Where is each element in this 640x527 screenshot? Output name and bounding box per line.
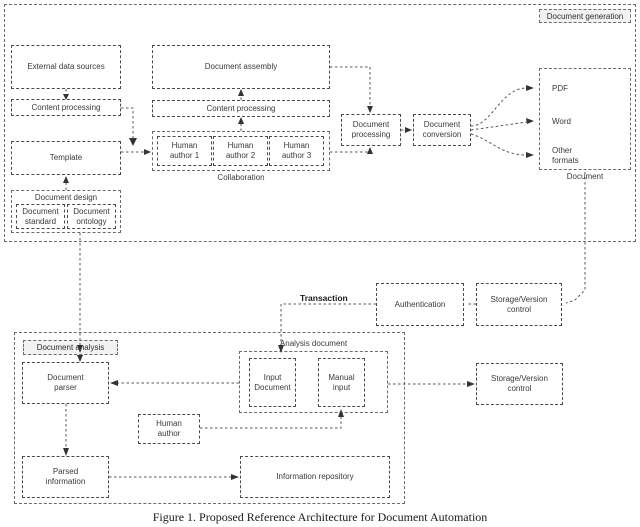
content-processing-left-box: Content processing <box>11 99 121 116</box>
zone-document-generation <box>4 4 636 242</box>
output-format-word: Word <box>552 117 571 126</box>
human-author-2-box: Human author 2 <box>213 136 268 166</box>
zone-label-document-generation: Document generation <box>539 9 631 23</box>
zone-label-document-analysis: Document analysis <box>23 340 118 355</box>
document-processing-box: Document processing <box>341 114 401 146</box>
analysis-document-box <box>239 351 388 413</box>
document-design-box: Document design <box>11 190 121 233</box>
content-processing-right-box: Content processing <box>152 100 330 117</box>
human-author-3-box: Human author 3 <box>269 136 324 166</box>
analysis-document-title: Analysis document <box>279 339 348 348</box>
information-repository-box: Information repository <box>240 456 390 498</box>
authentication-box: Authentication <box>376 283 464 326</box>
document-output-box <box>539 68 631 170</box>
manual-input-box: Manual input <box>318 358 365 407</box>
output-format-other: Other formats <box>552 146 579 165</box>
document-ontology-box: Document ontology <box>67 204 116 229</box>
collaboration-box <box>152 131 330 171</box>
figure-caption: Figure 1. Proposed Reference Architectur… <box>152 510 488 524</box>
output-format-pdf: PDF <box>552 84 568 93</box>
zone-document-analysis <box>14 332 405 504</box>
transaction-label: Transaction <box>300 293 348 303</box>
document-standard-box: Document standard <box>16 204 65 229</box>
human-author-analysis-box: Human author <box>138 414 200 444</box>
document-conversion-box: Document conversion <box>413 114 471 146</box>
input-document-box: Input Document <box>249 358 296 407</box>
document-parser-box: Document parser <box>22 362 109 404</box>
human-author-1-box: Human author 1 <box>157 136 212 166</box>
storage-version-control-bottom-box: Storage/Version control <box>476 363 563 405</box>
storage-version-control-top-box: Storage/Version control <box>476 283 562 326</box>
document-design-title: Document design <box>34 193 98 202</box>
external-data-sources-box: External data sources <box>11 45 121 89</box>
parsed-information-box: Parsed information <box>22 456 109 498</box>
template-box: Template <box>11 141 121 175</box>
document-assembly-box: Document assembly <box>152 45 330 89</box>
document-output-label: Document <box>566 172 604 181</box>
collaboration-label: Collaboration <box>217 173 265 182</box>
